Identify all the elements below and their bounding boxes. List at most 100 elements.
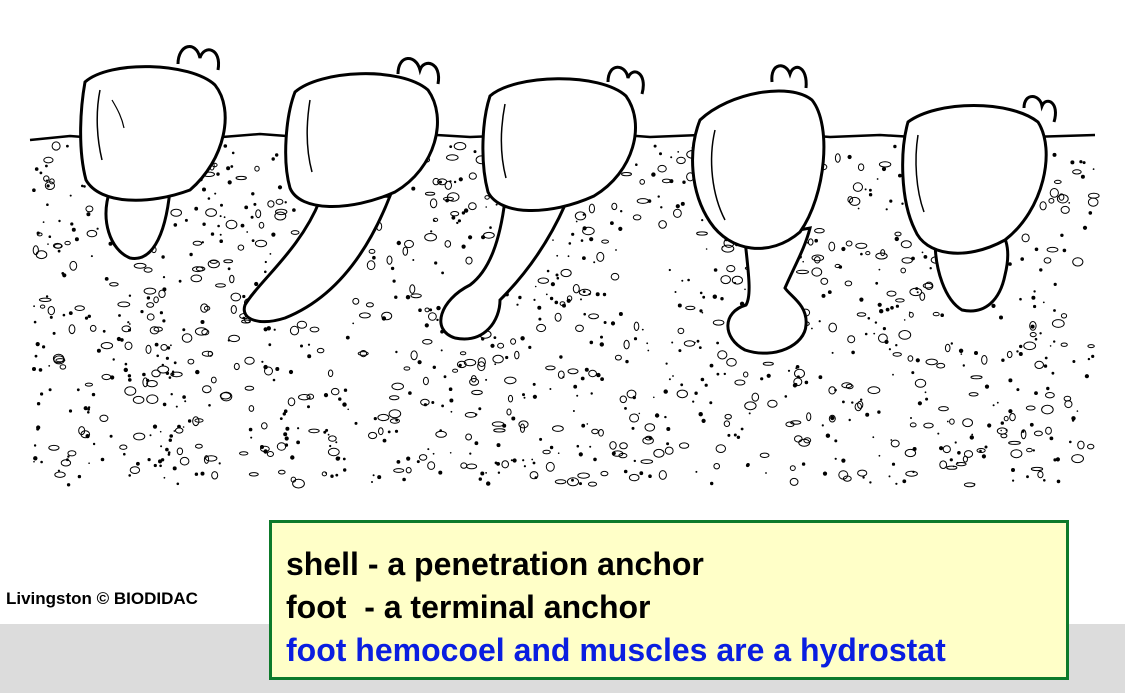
sediment-grain bbox=[807, 238, 814, 246]
sediment-grain bbox=[658, 220, 667, 229]
sediment-grain bbox=[402, 477, 406, 482]
sediment-grain bbox=[701, 418, 706, 423]
caption-line-foot: foot - a terminal anchor bbox=[286, 589, 651, 625]
sediment-grain bbox=[405, 295, 411, 300]
sediment-grain bbox=[912, 470, 915, 474]
sediment-grain bbox=[300, 344, 303, 348]
sediment-grain bbox=[381, 316, 387, 321]
sediment-grain bbox=[121, 325, 132, 333]
sediment-grain bbox=[895, 304, 900, 308]
sediment-grain bbox=[987, 423, 992, 428]
sediment-grain bbox=[523, 396, 526, 399]
sediment-grain bbox=[648, 436, 652, 440]
sediment-grain bbox=[1049, 436, 1054, 441]
sediment-grain bbox=[562, 303, 566, 308]
sediment-grain bbox=[48, 365, 51, 367]
sediment-grain bbox=[1053, 282, 1057, 286]
sediment-grain bbox=[802, 260, 804, 263]
sediment-grain bbox=[432, 365, 436, 369]
sediment-grain bbox=[566, 477, 580, 487]
sediment-grain bbox=[100, 342, 114, 350]
sediment-grain bbox=[828, 241, 836, 252]
sediment-grain bbox=[581, 423, 586, 428]
sediment-grain bbox=[713, 268, 718, 272]
sediment-grain bbox=[582, 256, 586, 260]
sediment-grain bbox=[789, 465, 796, 472]
sediment-grain bbox=[354, 421, 358, 425]
sediment-grain bbox=[359, 312, 371, 319]
sediment-grain bbox=[127, 321, 130, 324]
sediment-grain bbox=[66, 144, 69, 148]
sediment-grain bbox=[192, 266, 204, 273]
sediment-grain bbox=[33, 320, 37, 324]
sediment-grain bbox=[145, 344, 152, 354]
sediment-grain bbox=[658, 470, 667, 480]
sediment-grain bbox=[925, 358, 938, 366]
sediment-grain bbox=[74, 237, 79, 242]
sediment-grain bbox=[182, 395, 186, 399]
sediment-grain bbox=[146, 394, 159, 405]
sediment-grain bbox=[473, 150, 477, 154]
sediment-grain bbox=[1060, 313, 1068, 319]
sediment-grain bbox=[284, 436, 289, 441]
sediment-grain bbox=[110, 375, 115, 380]
sediment-grain bbox=[42, 345, 46, 349]
sediment-grain bbox=[306, 393, 315, 400]
sediment-grain bbox=[1058, 193, 1065, 201]
sediment-grain bbox=[365, 302, 374, 308]
sediment-grain bbox=[433, 219, 436, 222]
sediment-grain bbox=[170, 208, 182, 217]
sediment-grain bbox=[584, 367, 589, 372]
sediment-grain bbox=[811, 254, 825, 262]
sediment-grain bbox=[59, 364, 67, 370]
sediment-grain bbox=[132, 395, 145, 404]
sediment-grain bbox=[387, 430, 391, 434]
sediment-grain bbox=[210, 376, 217, 384]
sediment-grain bbox=[696, 339, 700, 343]
sediment-grain bbox=[664, 415, 667, 419]
sediment-grain bbox=[1068, 202, 1071, 204]
sediment-grain bbox=[709, 401, 713, 405]
sediment-grain bbox=[1060, 205, 1070, 214]
sediment-grain bbox=[284, 201, 287, 204]
sediment-grain bbox=[1041, 404, 1054, 415]
sediment-grain bbox=[1000, 429, 1002, 432]
sediment-grain bbox=[254, 239, 268, 248]
sediment-grain bbox=[831, 351, 834, 354]
sediment-grain bbox=[223, 259, 234, 264]
sediment-grain bbox=[1037, 470, 1044, 479]
sediment-grain bbox=[867, 386, 881, 395]
sediment-grain bbox=[1034, 360, 1044, 369]
sediment-grain bbox=[187, 419, 192, 423]
sediment-grain bbox=[468, 172, 477, 180]
sediment-grain bbox=[372, 474, 375, 477]
sediment-grain bbox=[210, 232, 215, 236]
sediment-grain bbox=[251, 239, 255, 243]
sediment-grain bbox=[396, 460, 401, 464]
sediment-grain bbox=[875, 281, 879, 285]
sediment-grain bbox=[220, 203, 223, 207]
sediment-grain bbox=[494, 461, 498, 465]
sediment-grain bbox=[834, 153, 841, 163]
sediment-grain bbox=[900, 240, 912, 249]
sediment-grain bbox=[439, 180, 442, 184]
sediment-grain bbox=[272, 378, 276, 382]
sediment-grain bbox=[133, 262, 147, 269]
sediment-grain bbox=[330, 474, 334, 478]
sediment-grain bbox=[146, 296, 151, 300]
sediment-grain bbox=[292, 478, 305, 489]
sediment-grain bbox=[266, 326, 271, 331]
sediment-grain bbox=[919, 292, 926, 301]
sediment-grain bbox=[842, 400, 845, 404]
sediment-grain bbox=[828, 322, 838, 333]
sediment-grain bbox=[471, 389, 483, 396]
sediment-grain bbox=[463, 358, 477, 367]
sediment-grain bbox=[748, 412, 751, 415]
sediment-grain bbox=[818, 375, 823, 380]
sediment-grain bbox=[814, 238, 818, 243]
sediment-grain bbox=[1049, 345, 1052, 347]
sediment-grain bbox=[101, 373, 112, 381]
sediment-grain bbox=[713, 463, 721, 470]
sediment-grain bbox=[678, 349, 682, 353]
sediment-grain bbox=[1087, 443, 1095, 450]
